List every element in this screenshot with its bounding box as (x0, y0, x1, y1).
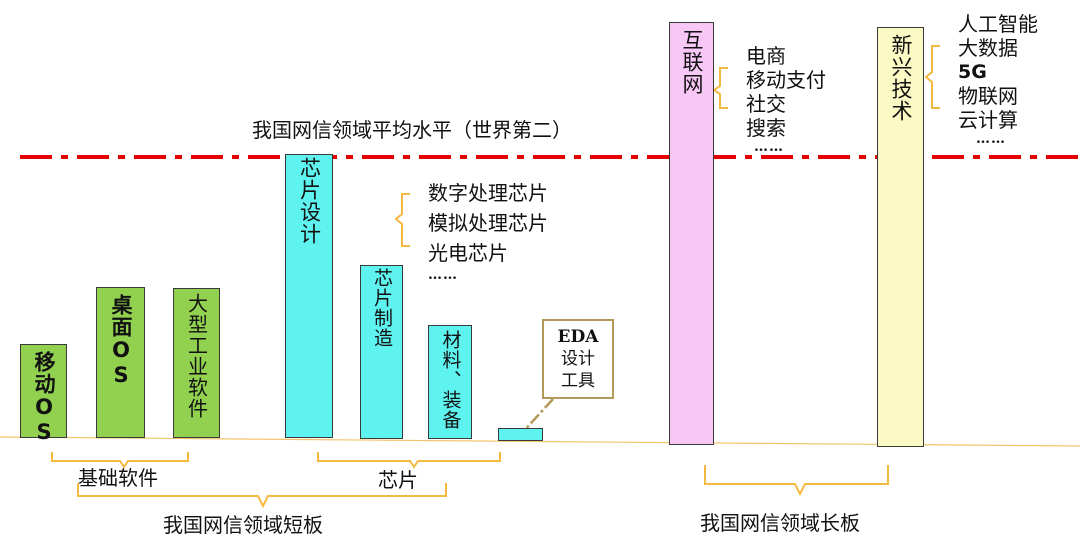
eda-callout: EDA 设计 工具 (542, 319, 614, 399)
internet-item: 社交 (746, 92, 786, 116)
short-board-label: 我国网信领域短板 (163, 513, 323, 537)
chip-design-list-brace (394, 193, 410, 247)
chip-design-item: 模拟处理芯片 (428, 211, 548, 235)
eda-callout-pointer (521, 398, 554, 434)
mobile-os-label: 移动OS (32, 351, 56, 445)
emerging-item: 大数据 (958, 36, 1018, 60)
internet-label: 互联网 (680, 29, 704, 95)
emerging-item: 人工智能 (958, 12, 1038, 36)
eda-bar (498, 428, 543, 441)
internet-more: …… (754, 139, 784, 155)
industrial-software-label: 大型工业软件 (184, 293, 209, 419)
emerging-more: …… (976, 131, 1006, 147)
internet-list-brace (712, 67, 728, 109)
chip-manufacturing-bar: 芯片制造 (360, 265, 403, 439)
internet-item: 移动支付 (746, 68, 826, 92)
average-level-label: 我国网信领域平均水平（世界第二） (252, 118, 572, 142)
industrial-software-bar: 大型工业软件 (173, 288, 220, 438)
materials-equipment-bar: 材料、装备 (428, 325, 472, 439)
chip-manufacturing-label: 芯片制造 (371, 268, 393, 348)
emerging-item: 物联网 (958, 84, 1018, 108)
chip-design-bar: 芯片设计 (285, 154, 333, 438)
chips-brace (317, 452, 501, 469)
internet-bar: 互联网 (669, 22, 714, 445)
internet-item: 搜索 (746, 116, 786, 140)
internet-list: 电商 移动支付 社交 搜索 …… (746, 44, 826, 154)
eda-callout-line1: EDA (557, 327, 599, 347)
chip-design-list: 数字处理芯片 模拟处理芯片 光电芯片 …… (428, 178, 548, 282)
internet-item: 电商 (746, 44, 786, 68)
emerging-tech-bar: 新兴技术 (877, 27, 924, 447)
materials-equipment-label: 材料、装备 (439, 330, 462, 430)
chip-design-item: 光电芯片 (428, 241, 508, 265)
short-board-brace (77, 483, 447, 509)
emerging-item: 5G (958, 61, 987, 83)
long-board-label: 我国网信领域长板 (700, 511, 860, 535)
chip-design-item: 数字处理芯片 (428, 181, 548, 205)
eda-callout-line3: 工具 (561, 371, 595, 391)
chip-design-label: 芯片设计 (297, 157, 322, 245)
long-board-brace (704, 465, 889, 497)
mobile-os-bar: 移动OS (20, 344, 67, 445)
chips-label: 芯片 (378, 468, 418, 492)
desktop-os-bar: 桌面OS (96, 287, 145, 438)
basic-software-label: 基础软件 (78, 466, 158, 490)
emerging-list: 人工智能 大数据 5G 物联网 云计算 …… (958, 12, 1038, 146)
eda-callout-line2: 设计 (561, 349, 595, 369)
emerging-item: 云计算 (958, 108, 1018, 132)
desktop-os-label: 桌面OS (109, 294, 133, 388)
emerging-tech-label: 新兴技术 (889, 34, 913, 122)
emerging-list-brace (924, 45, 940, 109)
basic-software-brace (51, 452, 189, 469)
chip-design-more: …… (428, 267, 458, 283)
